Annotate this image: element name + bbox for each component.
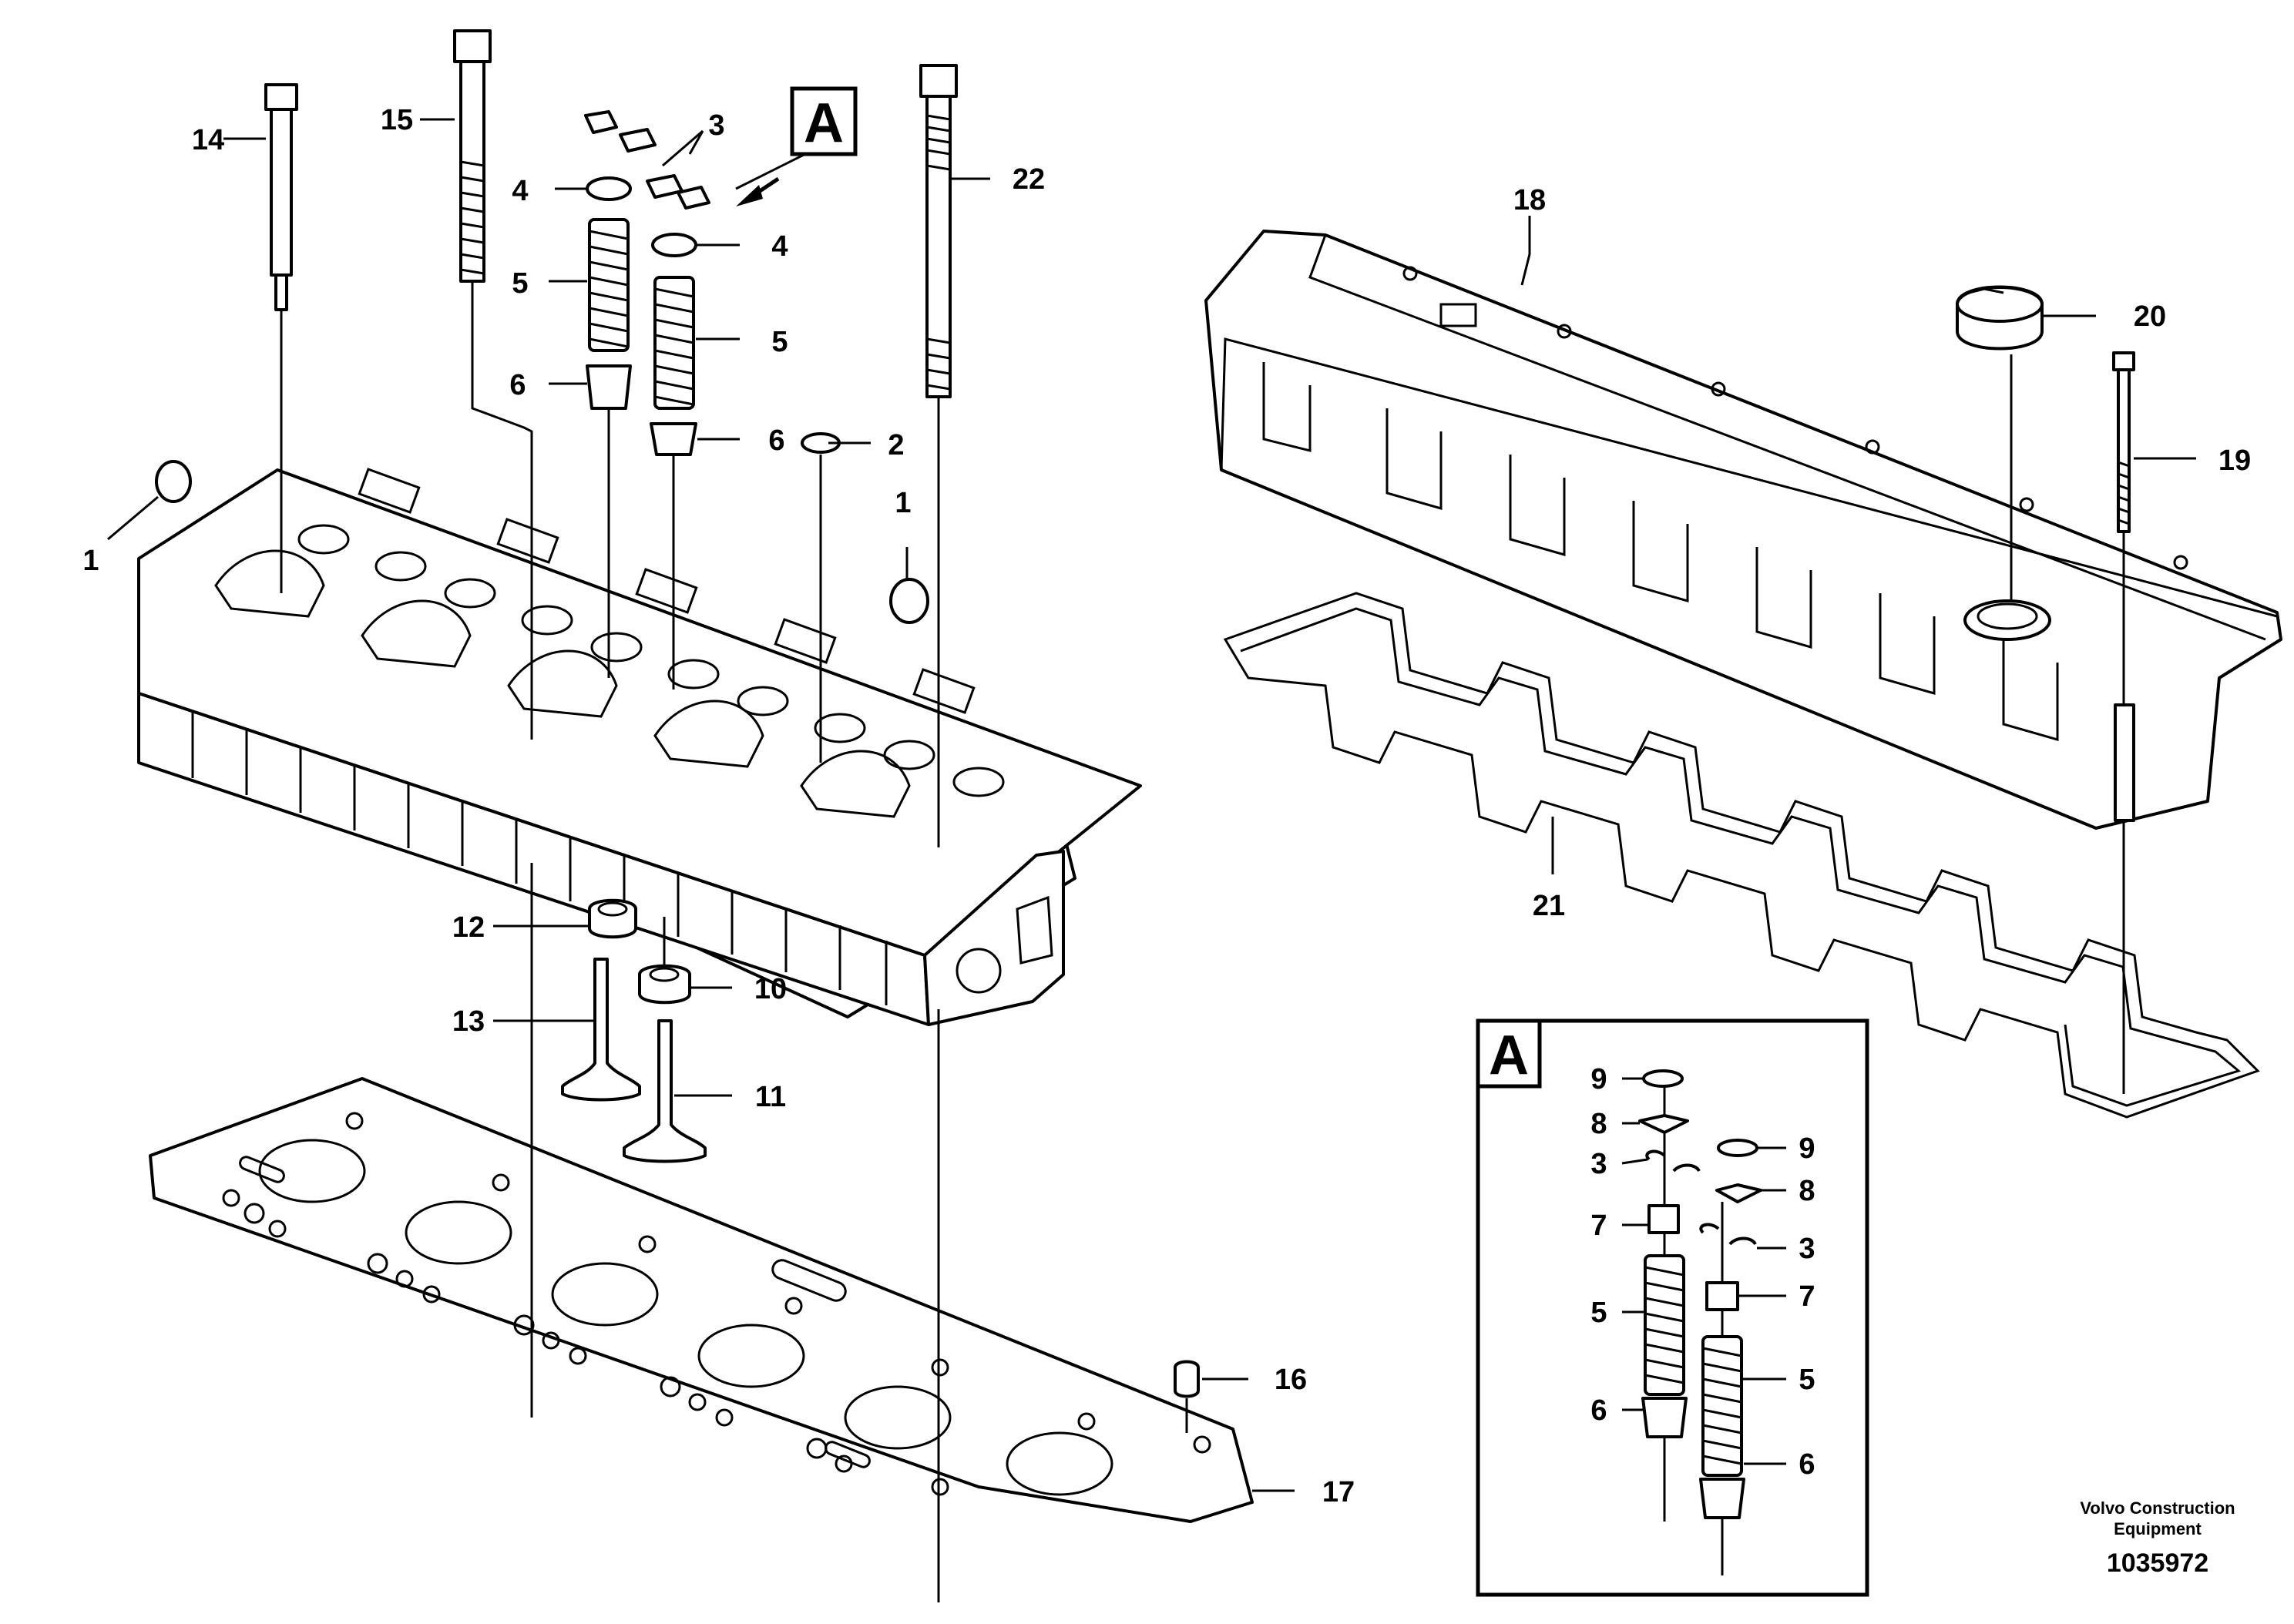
- callout-21: 21: [1533, 890, 1565, 922]
- callout-14: 14: [192, 124, 224, 156]
- callout-13: 13: [452, 1005, 485, 1038]
- cup-plugs: [155, 460, 929, 624]
- callout-11: 11: [755, 1081, 786, 1113]
- cover-bolt: [2112, 351, 2135, 1094]
- leader-lines: [107, 118, 2196, 1492]
- detail-a-marker-label: A: [804, 92, 844, 154]
- detail-callout-6-left: 6: [1590, 1394, 1607, 1427]
- callout-3: 3: [708, 109, 724, 142]
- callout-20: 20: [2134, 300, 2166, 333]
- company-name-line1: Volvo Construction: [2080, 1498, 2235, 1518]
- oil-filler-cap: [1956, 285, 2044, 351]
- detail-callout-6-right: 6: [1799, 1448, 1815, 1481]
- company-name-line2: Equipment: [2114, 1519, 2202, 1538]
- detail-callout-3-right: 3: [1799, 1233, 1815, 1265]
- callout-2: 2: [888, 429, 904, 461]
- detail-callout-8-left: 8: [1590, 1108, 1607, 1140]
- detail-a-marker: A: [736, 86, 858, 206]
- valve-train-left: [584, 110, 841, 763]
- callout-10: 10: [754, 973, 787, 1005]
- callout-numbers: 1 1 2 3 4 4 5 5 6 6 10 11 12 13 14 15 16…: [82, 104, 2251, 1508]
- head-bolt-long: [453, 29, 533, 1418]
- valve-cover-gasket: [1223, 592, 2260, 1119]
- callout-5-right: 5: [771, 326, 788, 358]
- detail-callout-8-right: 8: [1799, 1175, 1815, 1207]
- detail-a-inset: A: [1476, 1018, 1869, 1597]
- callout-17: 17: [1322, 1476, 1355, 1508]
- callout-19: 19: [2218, 445, 2251, 477]
- footer: Volvo Construction Equipment 1035972: [2080, 1498, 2235, 1578]
- callout-4-right: 4: [771, 230, 788, 263]
- detail-callout-9-right: 9: [1799, 1132, 1815, 1165]
- callout-6-right: 6: [768, 424, 784, 457]
- detail-callout-9-left: 9: [1590, 1063, 1607, 1096]
- callout-15: 15: [381, 104, 413, 136]
- dowel-pin: [1174, 1360, 1200, 1433]
- callout-1-left: 1: [82, 545, 99, 577]
- callout-4-left: 4: [512, 175, 528, 207]
- detail-callout-5-right: 5: [1799, 1364, 1815, 1396]
- callout-1-right: 1: [895, 487, 911, 519]
- detail-callout-5-left: 5: [1590, 1297, 1607, 1329]
- callout-5-left: 5: [512, 267, 528, 300]
- valves-and-seats: [530, 863, 707, 1387]
- detail-callout-7-right: 7: [1799, 1280, 1815, 1313]
- document-number: 1035972: [2107, 1549, 2208, 1578]
- detail-callout-7-left: 7: [1590, 1210, 1607, 1242]
- callout-6-left: 6: [509, 369, 526, 401]
- head-gasket: [149, 1077, 1254, 1523]
- callout-12: 12: [452, 911, 485, 944]
- cover-stud: [919, 64, 958, 1602]
- valve-cover: [1204, 230, 2282, 830]
- detail-a-inset-label: A: [1489, 1025, 1529, 1086]
- detail-callout-3-left: 3: [1590, 1148, 1607, 1180]
- cylinder-head: [137, 468, 1142, 1026]
- callout-22: 22: [1013, 163, 1045, 196]
- head-bolt-short: [264, 83, 298, 593]
- callout-16: 16: [1275, 1364, 1307, 1396]
- callout-18: 18: [1513, 184, 1546, 216]
